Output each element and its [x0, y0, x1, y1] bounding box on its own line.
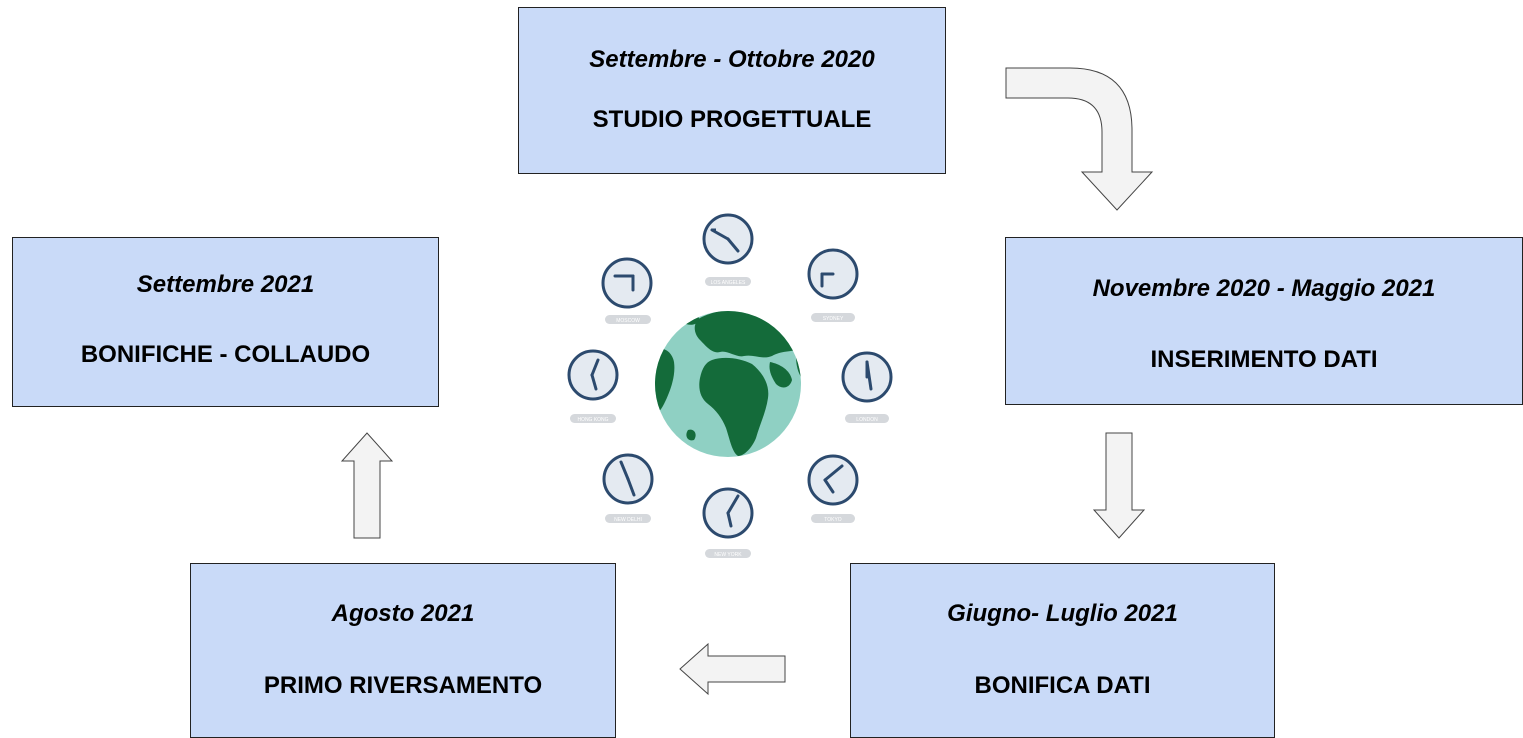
globe [655, 311, 801, 457]
phase-box-studio-progettuale: Settembre - Ottobre 2020 STUDIO PROGETTU… [518, 7, 946, 174]
clock-london: LONDON [841, 351, 893, 423]
clock-hong-kong: HONG KONG [567, 349, 619, 423]
phase-date: Settembre - Ottobre 2020 [589, 46, 875, 73]
phase-title: BONIFICA DATI [974, 672, 1151, 699]
arrow-left [679, 642, 786, 696]
clock-tokyo: TOKYO [807, 454, 859, 523]
clock-city-label: SYDNEY [823, 316, 844, 322]
clock-new-york: NEW YORK [702, 487, 754, 558]
clock-city-label: LONDON [856, 417, 878, 423]
phase-date: Agosto 2021 [331, 600, 475, 627]
clock-city-label: LOS ANGELES [711, 280, 746, 286]
clock-city-label: TOKYO [824, 517, 842, 523]
phase-title: PRIMO RIVERSAMENTO [263, 672, 543, 699]
phase-title: INSERIMENTO DATI [1150, 346, 1378, 373]
clock-city-label: MOSCOW [616, 318, 640, 324]
clock-city-label: HONG KONG [577, 417, 608, 423]
phase-title: BONIFICHE - COLLAUDO [80, 341, 371, 368]
clock-los-angeles: LOS ANGELES [702, 213, 754, 286]
phase-date: Novembre 2020 - Maggio 2021 [1092, 275, 1436, 302]
clock-city-label: NEW DELHI [614, 517, 642, 523]
clock-moscow: MOSCOW [601, 257, 653, 324]
phase-date: Settembre 2021 [136, 271, 315, 298]
clock-new-delhi: NEW DELHI [602, 453, 654, 523]
phase-box-inserimento-dati: Novembre 2020 - Maggio 2021 INSERIMENTO … [1005, 237, 1523, 405]
phase-date: Giugno- Luglio 2021 [947, 600, 1178, 627]
clock-sydney: SYDNEY [807, 248, 859, 322]
phase-box-primo-riversamento: Agosto 2021 PRIMO RIVERSAMENTO [190, 563, 616, 738]
curved-arrow-down-right [1005, 67, 1154, 211]
phase-box-bonifiche-collaudo: Settembre 2021 BONIFICHE - COLLAUDO [12, 237, 439, 407]
clock-city-label: NEW YORK [714, 552, 742, 558]
arrow-up [340, 432, 394, 539]
phase-title: STUDIO PROGETTUALE [592, 106, 872, 133]
arrow-down [1092, 432, 1146, 539]
